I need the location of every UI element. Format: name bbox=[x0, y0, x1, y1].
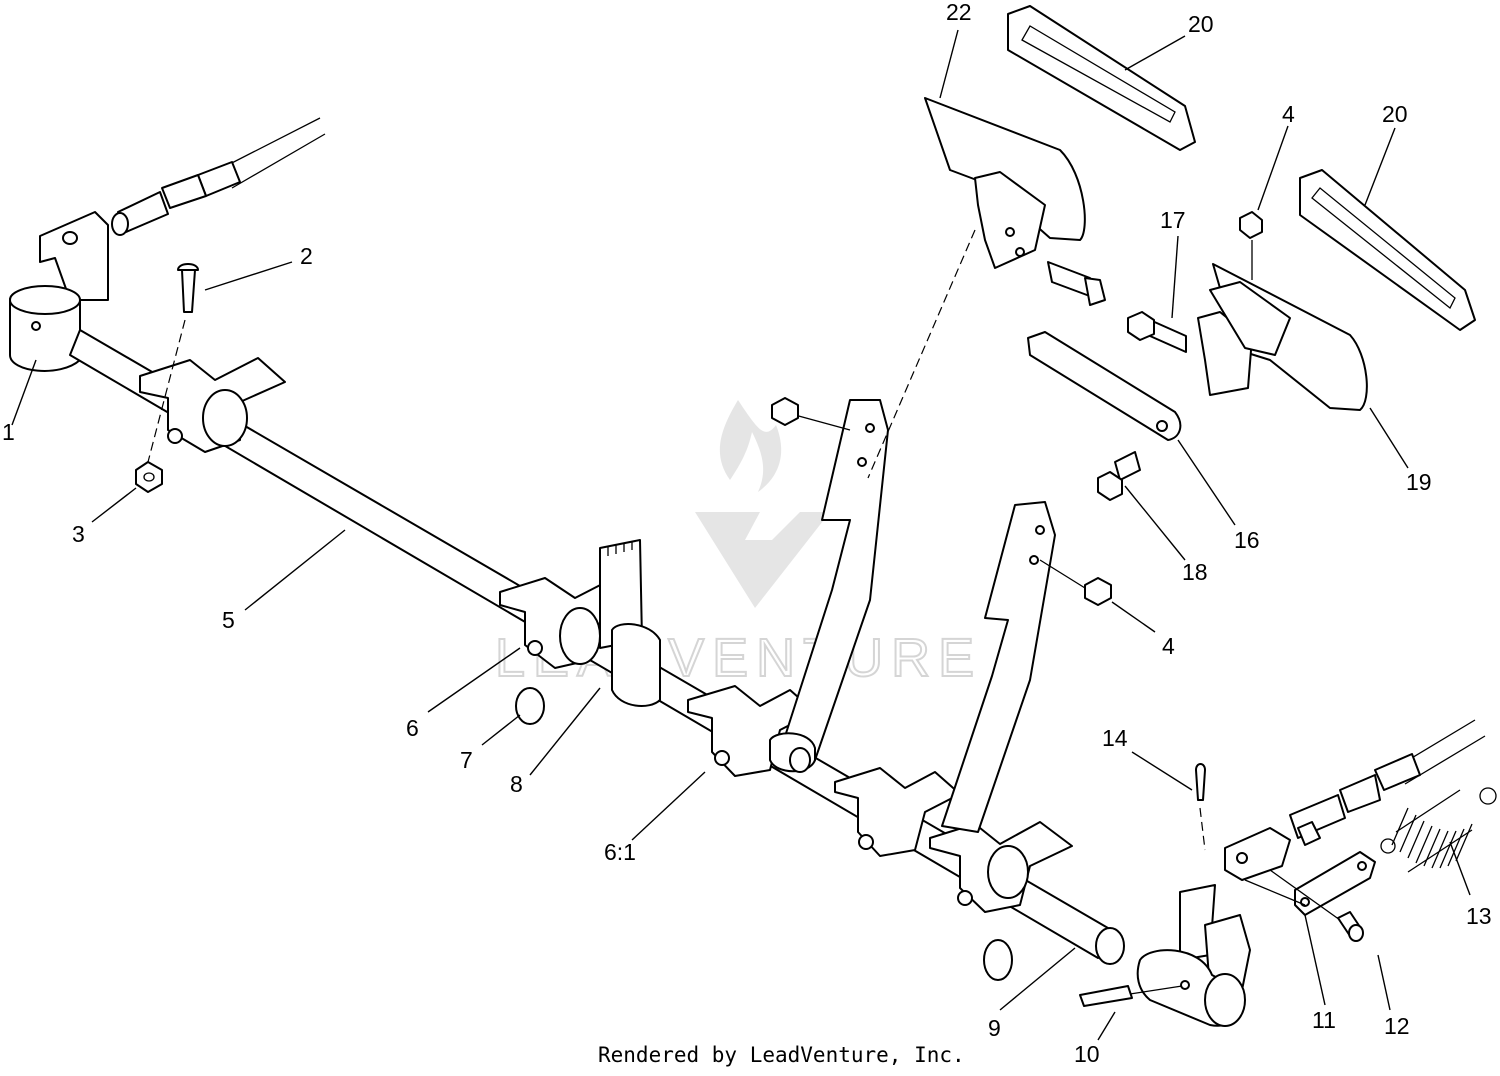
callout-11: 11 bbox=[1312, 1007, 1336, 1033]
callout-14: 14 bbox=[1102, 725, 1128, 751]
throttle-cable-right bbox=[1224, 719, 1486, 881]
callout-2: 2 bbox=[300, 243, 313, 269]
callout-16: 16 bbox=[1234, 527, 1260, 553]
callout-19: 19 bbox=[1406, 469, 1432, 495]
callout-13: 13 bbox=[1466, 903, 1492, 929]
callout-6-1: 6:1 bbox=[604, 839, 636, 865]
callout-18: 18 bbox=[1182, 559, 1208, 585]
part-7-ring-lower bbox=[983, 939, 1013, 981]
callout-20-top: 20 bbox=[1188, 11, 1214, 37]
part-13-spring bbox=[1380, 787, 1497, 873]
part-17-bolt bbox=[1127, 311, 1187, 353]
part-16-link bbox=[1027, 331, 1182, 441]
pedal-arm-right bbox=[941, 501, 1112, 833]
leader-lines bbox=[11, 29, 1471, 1041]
part-20-pad-top bbox=[1007, 5, 1196, 151]
link-line-a bbox=[1244, 869, 1341, 921]
callout-10: 10 bbox=[1074, 1041, 1100, 1067]
callout-3: 3 bbox=[72, 521, 85, 547]
part-9-right-arm bbox=[1136, 884, 1251, 1027]
part-22-pedal bbox=[924, 97, 1086, 269]
bearing-block-right-b bbox=[929, 821, 1073, 913]
callout-8: 8 bbox=[510, 771, 523, 797]
part-19-pedal bbox=[1197, 263, 1368, 411]
part-3-nut bbox=[135, 319, 186, 493]
part-18-bolt bbox=[1097, 451, 1141, 501]
callout-9: 9 bbox=[988, 1015, 1001, 1041]
callout-5: 5 bbox=[222, 607, 235, 633]
callout-17: 17 bbox=[1160, 207, 1186, 233]
bolt-upper bbox=[1047, 261, 1106, 306]
callout-4-top: 4 bbox=[1282, 101, 1295, 127]
part-4-nut-upper bbox=[1239, 211, 1263, 280]
alignment-dash bbox=[867, 229, 976, 479]
bearing-block-6-1 bbox=[687, 685, 816, 777]
part-12-pin bbox=[1337, 911, 1364, 942]
pedal-arm-left bbox=[769, 397, 889, 773]
part-11-link-plate bbox=[1294, 851, 1376, 916]
callout-6: 6 bbox=[406, 715, 419, 741]
part-10-pin bbox=[1079, 985, 1183, 1007]
callout-4-mid: 4 bbox=[1162, 633, 1175, 659]
callout-20-right: 20 bbox=[1382, 101, 1408, 127]
callout-1: 1 bbox=[2, 419, 15, 445]
part-20-pad-right bbox=[1299, 169, 1476, 331]
part-2-pin bbox=[177, 263, 199, 313]
bearing-block-right-a bbox=[834, 767, 961, 857]
bearing-block-left bbox=[139, 357, 286, 453]
part-8-lever bbox=[599, 539, 661, 707]
footer-credit: Rendered by LeadVenture, Inc. bbox=[598, 1043, 965, 1067]
throttle-cable-left bbox=[111, 117, 326, 236]
part-14-cotter-pin bbox=[1195, 763, 1206, 851]
part-7-ring bbox=[515, 687, 545, 725]
callout-22: 22 bbox=[946, 0, 972, 25]
callout-7: 7 bbox=[460, 747, 473, 773]
callout-12: 12 bbox=[1384, 1013, 1410, 1039]
